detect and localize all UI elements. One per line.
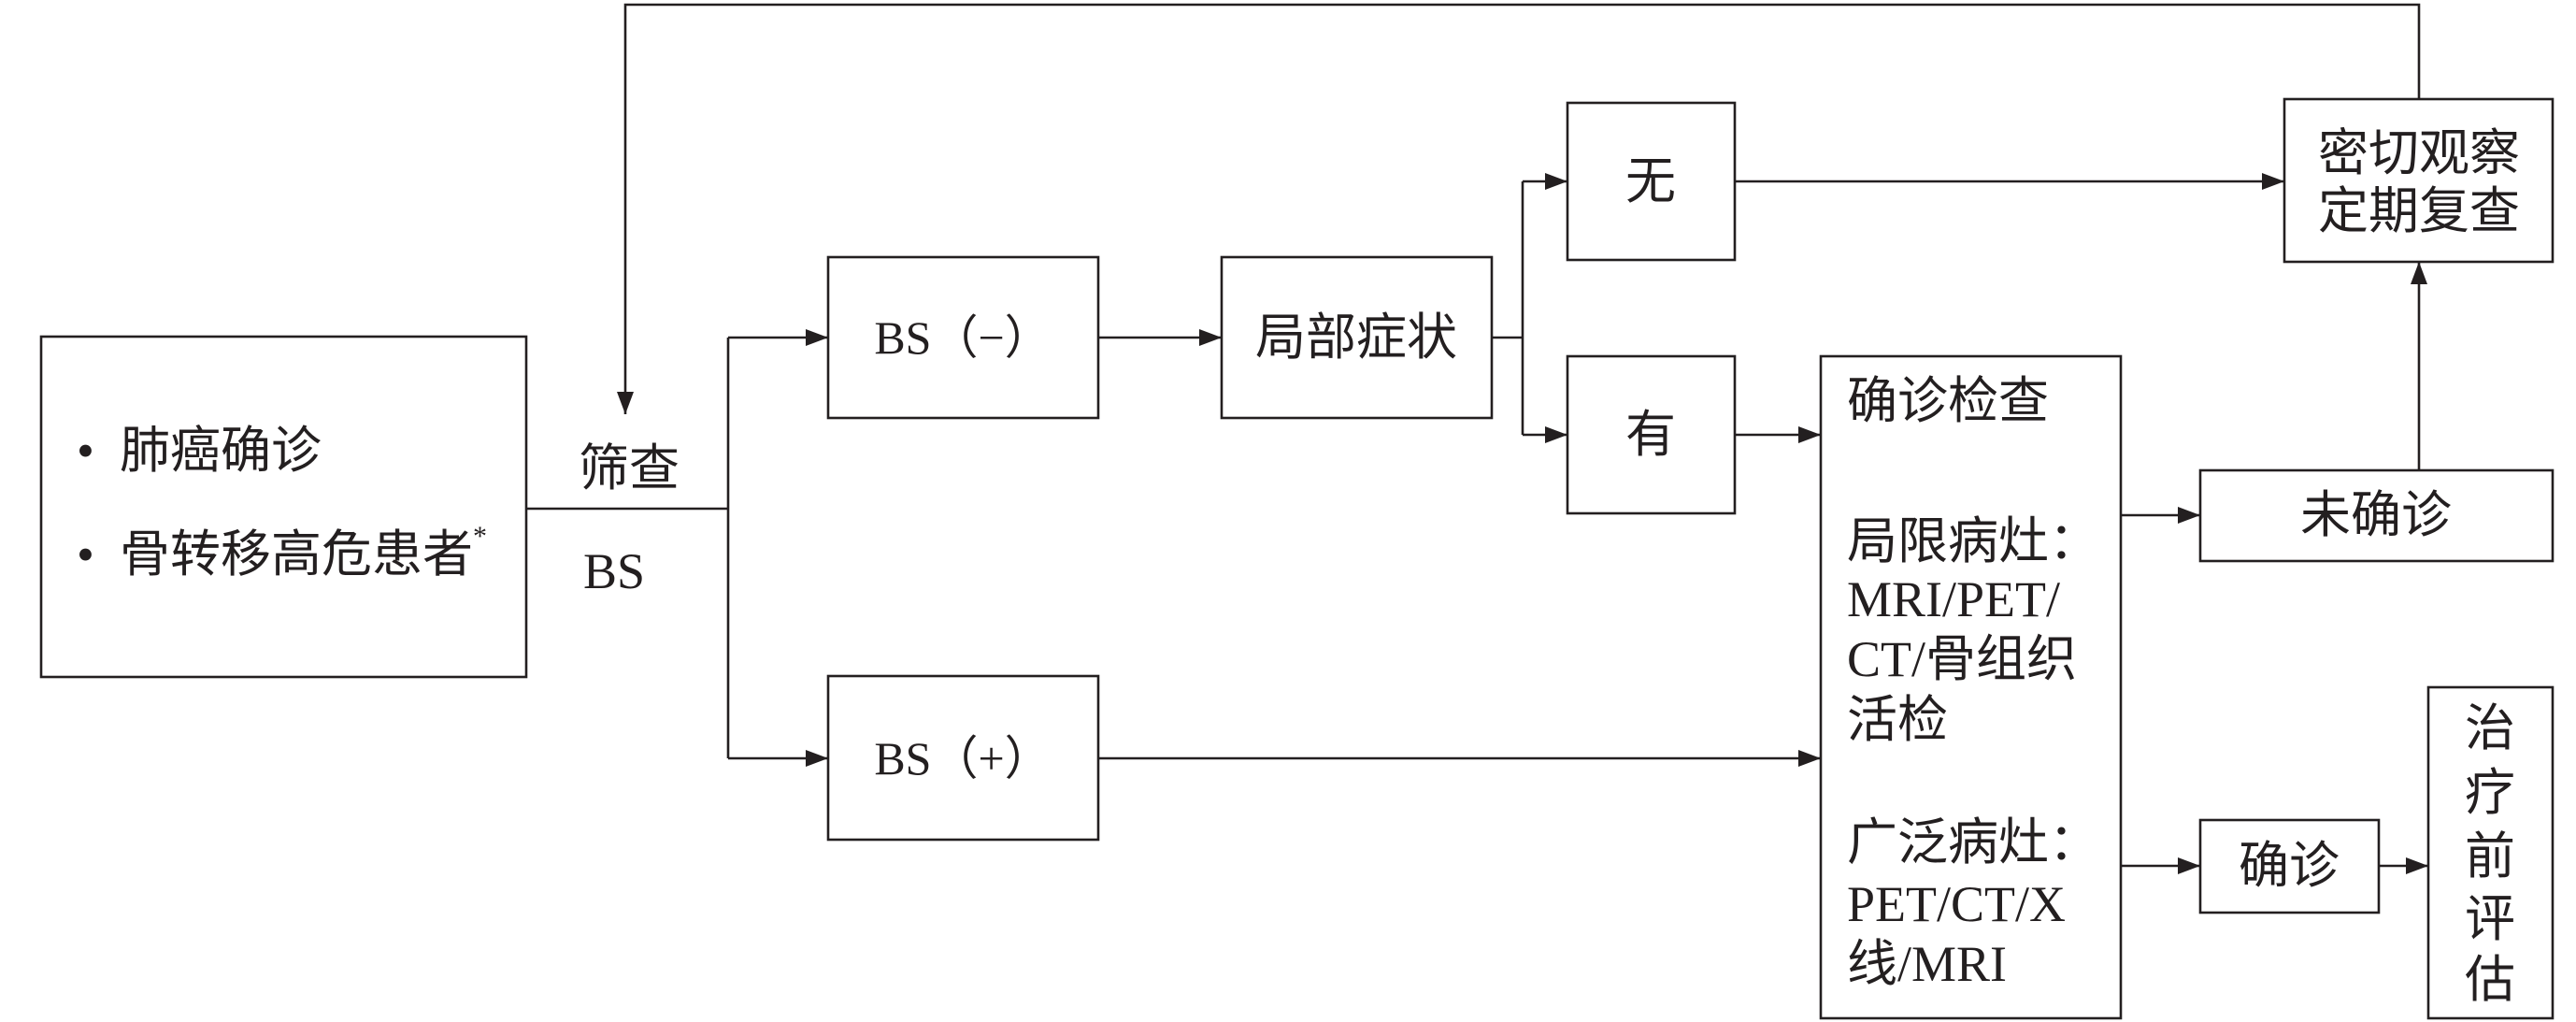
pre-treatment-char-5: 估	[2465, 952, 2515, 1008]
connectors	[526, 3, 2428, 874]
bullet-marker: •	[77, 526, 94, 583]
start-node: • 肺癌确诊 • 骨转移高危患者*	[39, 335, 528, 679]
start-bullet-high-risk-text: 骨转移高危患者	[120, 526, 473, 583]
start-box	[39, 335, 528, 679]
symptom-present-box	[1566, 354, 1737, 515]
extensive-lesion-label: 广泛病灶：	[1847, 814, 2099, 871]
extensive-lesion-line-2: 线/MRI	[1847, 936, 2007, 992]
localized-lesion-line-1: MRI/PET/	[1847, 571, 2060, 627]
observe-line-2: 定期复查	[2318, 183, 2520, 239]
bs-positive-box	[826, 674, 1100, 842]
localized-lesion-line-3: 活检	[1847, 692, 1948, 748]
confirmed-box	[2198, 818, 2381, 914]
symptom-present-node: 有	[1566, 354, 1737, 515]
observe-node: 密切观察 定期复查	[2283, 97, 2555, 264]
confirm-exam-title: 确诊检查	[1847, 373, 2049, 429]
bs-positive-node: BS（+）	[826, 674, 1100, 842]
start-bullet-high-risk: 骨转移高危患者*	[120, 521, 487, 583]
localized-lesion-line-2: CT/骨组织	[1847, 631, 2077, 687]
not-confirmed-label: 未确诊	[2300, 487, 2452, 543]
pre-treatment-char-4: 评	[2465, 891, 2515, 947]
symptom-present-label: 有	[1625, 407, 1676, 463]
screening-method-label: BS	[583, 543, 645, 599]
symptom-none-label: 无	[1625, 153, 1676, 209]
bs-positive-label: BS（+）	[874, 732, 1051, 784]
bs-negative-node: BS（−）	[826, 255, 1100, 420]
pre-treatment-box	[2426, 685, 2555, 1020]
local-symptoms-label: 局部症状	[1255, 309, 1457, 366]
symptom-none-node: 无	[1566, 101, 1737, 262]
pre-treatment-node: 治 疗 前 评 估	[2426, 685, 2555, 1020]
bs-negative-label: BS（−）	[874, 311, 1051, 364]
not-confirmed-node: 未确诊	[2198, 468, 2555, 563]
confirm-exam-node: 确诊检查 局限病灶： MRI/PET/ CT/骨组织 活检 广泛病灶： PET/…	[1819, 354, 2123, 1020]
bullet-marker: •	[77, 423, 94, 479]
confirm-exam-box	[1819, 354, 2123, 1020]
extensive-lesion-line-1: PET/CT/X	[1847, 876, 2066, 932]
not-confirmed-box	[2198, 468, 2555, 563]
local-symptoms-box	[1220, 255, 1494, 420]
confirmed-node: 确诊	[2198, 818, 2381, 914]
symptom-none-box	[1566, 101, 1737, 262]
pre-treatment-char-3: 前	[2465, 828, 2515, 885]
arrow-observe-feedback-to-screening	[617, 3, 2421, 414]
confirmed-label: 确诊	[2239, 838, 2340, 894]
localized-lesion-label: 局限病灶：	[1847, 513, 2099, 569]
pre-treatment-char-2: 疗	[2465, 765, 2515, 821]
footnote-mark: *	[473, 521, 487, 552]
observe-box	[2283, 97, 2555, 264]
pre-treatment-char-1: 治	[2465, 700, 2515, 756]
bs-negative-box	[826, 255, 1100, 420]
screening-label: 筛查	[579, 440, 680, 497]
start-bullet-lung-cancer: 肺癌确诊	[120, 423, 322, 479]
local-symptoms-node: 局部症状	[1220, 255, 1494, 420]
observe-line-1: 密切观察	[2318, 125, 2520, 181]
